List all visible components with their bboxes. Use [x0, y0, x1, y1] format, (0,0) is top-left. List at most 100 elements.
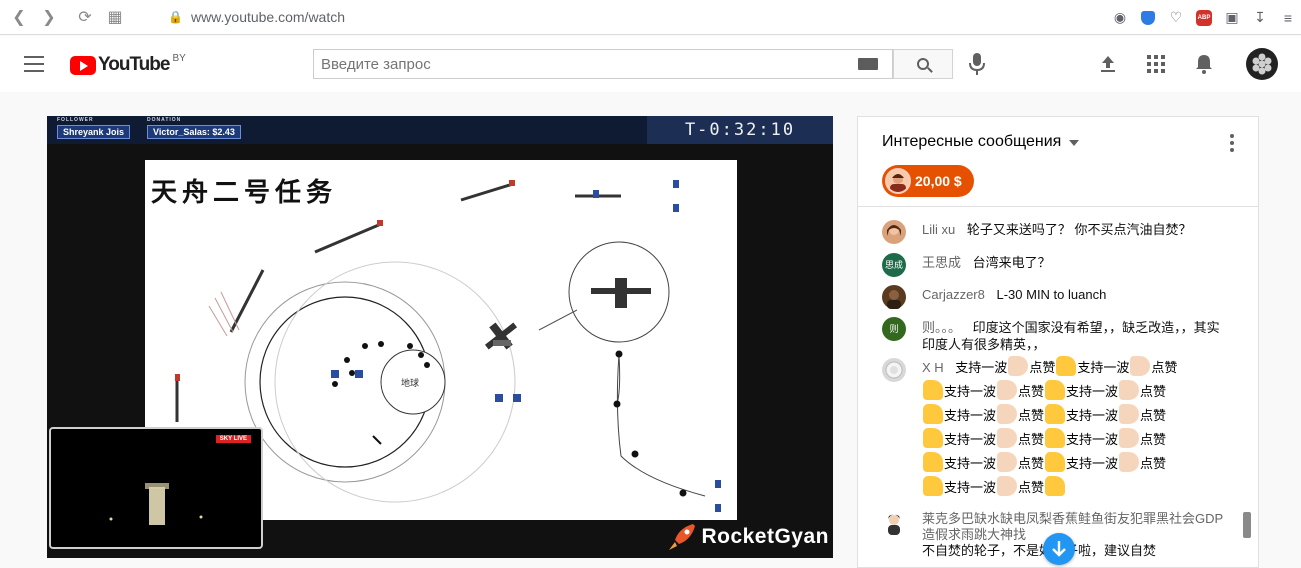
message-text: 点赞: [1018, 456, 1045, 471]
back-icon[interactable]: ❮: [12, 9, 26, 26]
message-author[interactable]: Lili xu: [922, 222, 956, 237]
lock-icon: 🔒: [168, 10, 183, 24]
point-right-emoji-icon: [997, 476, 1018, 496]
thumbs-up-emoji-icon: [923, 452, 943, 472]
follower-label: FOLLOWER: [57, 117, 94, 123]
donation-value: Victor_Salas: $2.43: [147, 125, 241, 139]
microphone-icon[interactable]: [969, 53, 985, 75]
thumbs-up-emoji-icon: [1045, 404, 1066, 424]
shield-extension-icon[interactable]: [1135, 5, 1161, 31]
logo-country-code: BY: [172, 52, 186, 64]
super-chat-ticker[interactable]: 20,00 $: [882, 165, 974, 197]
apps-grid-icon[interactable]: [1144, 52, 1168, 76]
abp-extension-icon[interactable]: ABP: [1191, 5, 1217, 31]
rocket-logo-icon: [669, 524, 696, 550]
countdown-timer: T-0:32:10: [647, 116, 833, 144]
author-avatar[interactable]: 思成: [882, 253, 906, 277]
pip-live-tag: SKY LIVE: [215, 435, 251, 443]
message-text: 点赞: [1151, 360, 1178, 375]
message-text: 不自焚的轮子，不是好轮子啦，建议自焚: [922, 543, 1157, 558]
notifications-bell-icon[interactable]: [1192, 52, 1216, 76]
chevron-down-icon[interactable]: [1069, 140, 1079, 146]
message-author[interactable]: 王思成: [922, 255, 962, 270]
heart-icon[interactable]: ♡: [1169, 9, 1183, 25]
browser-toolbar: ❮ ❯ ⟳ ▦ 🔒 www.youtube.com/watch ◉ ♡ ABP …: [0, 0, 1301, 35]
tabs-grid-icon[interactable]: ▦: [107, 9, 123, 26]
author-avatar[interactable]: [882, 511, 906, 535]
message-text: 支持一波: [1077, 360, 1130, 375]
video-player[interactable]: FOLLOWER Shreyank Jois DONATION Victor_S…: [47, 116, 833, 558]
menu-icon[interactable]: [24, 56, 44, 72]
super-chat-avatar: [885, 168, 911, 194]
follower-name: Shreyank Jois: [57, 125, 131, 139]
point-right-emoji-icon: [997, 380, 1018, 400]
extensions-bar: ◉ ♡ ABP ▣ ↧ ≡: [1105, 0, 1301, 35]
reload-icon[interactable]: ⟳: [78, 9, 92, 26]
message-author[interactable]: 莱克多巴缺水缺电凤梨香蕉鲑鱼街友犯罪黑社会GDP造假求雨跳大神找: [922, 511, 1224, 542]
point-right-emoji-icon: [1119, 452, 1140, 472]
search-button[interactable]: [893, 49, 953, 79]
point-right-emoji-icon: [1119, 404, 1140, 424]
message-text: 轮子又来送吗了？ 你不买点汽油自焚？: [966, 222, 1192, 237]
author-avatar[interactable]: 则: [882, 317, 906, 341]
thumbs-up-emoji-icon: [923, 380, 943, 400]
message-text: 支持一波: [944, 432, 997, 447]
slide-title: 天舟二号任务: [151, 178, 338, 208]
message-text: 点赞: [1029, 360, 1056, 375]
message-text: 点赞: [1018, 480, 1045, 495]
message-author[interactable]: X H: [922, 360, 944, 375]
stream-overlay-bar: FOLLOWER Shreyank Jois DONATION Victor_S…: [47, 116, 833, 144]
keyboard-icon[interactable]: [858, 58, 878, 70]
address-bar[interactable]: www.youtube.com/watch: [190, 9, 346, 25]
chat-header: Интересные сообщения 20,00 $: [858, 117, 1258, 207]
arrow-down-icon: [1052, 541, 1066, 557]
message-text: 印度这个国家没有希望，，缺乏改造，，其实印度人有很多精英，，: [922, 320, 1220, 352]
message-text: 支持一波: [944, 408, 997, 423]
message-text: 点赞: [1140, 456, 1167, 471]
message-text: 支持一波: [944, 480, 997, 495]
message-text: 点赞: [1140, 384, 1167, 399]
youtube-play-icon: [70, 55, 96, 75]
mission-diagram: 地球: [175, 180, 721, 512]
watermark-text: RocketGyan: [701, 525, 829, 548]
cube-icon[interactable]: ▣: [1225, 9, 1239, 25]
search-input[interactable]: [314, 55, 834, 73]
thumbs-up-emoji-icon: [923, 404, 943, 424]
thumbs-up-emoji-icon: [1045, 380, 1066, 400]
author-avatar[interactable]: [882, 285, 906, 309]
forward-icon[interactable]: ❯: [42, 9, 56, 26]
message-author[interactable]: Carjazzer8: [922, 287, 985, 302]
thumbs-up-emoji-icon: [923, 476, 943, 496]
download-icon[interactable]: ↧: [1254, 9, 1266, 25]
donation-label: DONATION: [147, 117, 182, 123]
upload-icon[interactable]: [1096, 52, 1120, 76]
message-text: 支持一波: [944, 456, 997, 471]
message-author[interactable]: 则。。。: [922, 320, 962, 335]
message-text: 支持一波: [1066, 432, 1119, 447]
svg-text:地球: 地球: [401, 377, 419, 388]
more-options-icon[interactable]: [1230, 134, 1234, 155]
point-right-emoji-icon: [997, 428, 1018, 448]
author-avatar[interactable]: [882, 358, 906, 382]
message-text: 支持一波: [1066, 384, 1119, 399]
camera-icon[interactable]: ◉: [1113, 9, 1127, 25]
browser-menu-icon[interactable]: ≡: [1283, 9, 1293, 26]
message-text: 点赞: [1018, 408, 1045, 423]
message-text: 点赞: [1140, 432, 1167, 447]
user-avatar[interactable]: [1246, 48, 1278, 80]
scroll-to-bottom-button[interactable]: [1043, 533, 1075, 565]
message-text: 支持一波: [955, 360, 1008, 375]
chat-mode-dropdown[interactable]: Интересные сообщения: [882, 133, 1062, 150]
youtube-logo[interactable]: YouTube BY: [70, 52, 186, 76]
youtube-header: YouTube BY: [0, 36, 1301, 92]
message-text: 点赞: [1018, 384, 1045, 399]
point-right-emoji-icon: [1119, 380, 1140, 400]
point-right-emoji-icon: [1008, 356, 1029, 376]
message-text: 台湾来电了？: [972, 255, 1051, 270]
message-text: 点赞: [1140, 408, 1167, 423]
message-text: 支持一波: [944, 384, 997, 399]
thumbs-up-emoji-icon: [1045, 476, 1066, 496]
author-avatar[interactable]: [882, 220, 906, 244]
message-text: L-30 MIN to luanch: [996, 287, 1107, 302]
chat-scrollbar[interactable]: [1243, 512, 1251, 538]
